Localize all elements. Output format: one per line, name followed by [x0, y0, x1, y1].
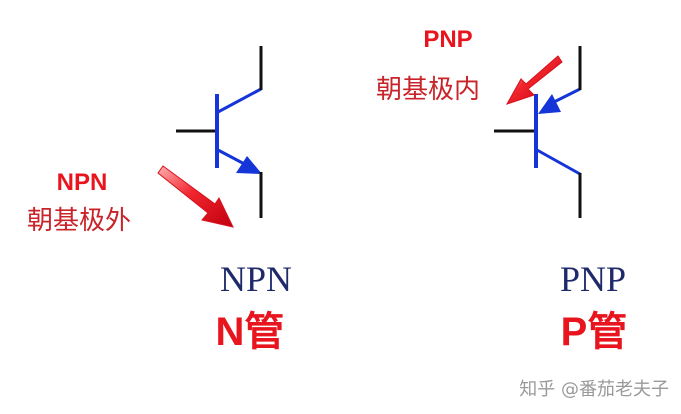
pnp-tube-label: P管: [561, 310, 628, 354]
pnp-pointer-arrow-icon: [505, 55, 563, 105]
npn-pointer-arrow-icon: [157, 165, 234, 228]
npn-tube-label: N管: [216, 310, 285, 354]
npn-annotation-type: NPN: [57, 169, 108, 196]
npn-symbol-label: NPN: [220, 259, 292, 299]
pnp-transistor-icon: [494, 46, 582, 218]
pnp-annotation-text: 朝基极内: [376, 75, 480, 105]
npn-transistor-icon: [176, 46, 263, 218]
pnp-annotation-type: PNP: [423, 26, 472, 53]
pnp-symbol-label: PNP: [560, 259, 626, 299]
watermark: 知乎 @番茄老夫子: [519, 379, 669, 400]
npn-annotation-text: 朝基极外: [27, 206, 131, 236]
